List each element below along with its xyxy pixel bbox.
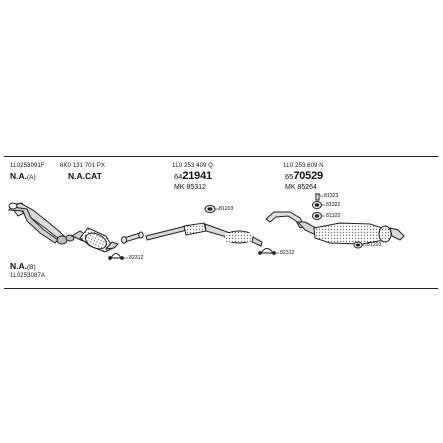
rubber-mount-icon (204, 205, 216, 213)
tag-81203: 81203 (367, 242, 382, 248)
top-separator (4, 156, 438, 157)
bottom-separator (4, 288, 438, 289)
tag-81322: 81322 (326, 202, 341, 208)
joint-pipe (121, 231, 144, 244)
tag-81322: 81322 (326, 213, 341, 219)
na-a-label: N.A.(A) (10, 172, 36, 182)
mk-85312: MK 85312 (174, 184, 206, 191)
clamp-icon (108, 252, 124, 260)
tag-82312: 82312 (280, 250, 295, 256)
na-b-suffix: (B) (27, 264, 36, 271)
part-number-6k0131701px: 6K0 131 701 PX (60, 163, 106, 169)
na-b-label: N.A.(B) (10, 262, 36, 272)
part-number-1l0253087a: 1L0253087A (10, 273, 46, 279)
clamp-icon (258, 247, 276, 255)
na-cat-label: N.A.CAT (68, 171, 102, 181)
code-main: 21941 (182, 170, 212, 182)
part-number-1l0253409q: 1L0 253 409 Q (172, 163, 214, 169)
hanger-ring-icon (315, 193, 320, 201)
na-a-suffix: (A) (27, 174, 36, 181)
hanger-ring-icon (312, 201, 322, 209)
na-b-text: N.A. (10, 261, 27, 271)
mk-85264: MK 85264 (285, 184, 317, 191)
part-number-1l0253091f: 1L0253091F (10, 163, 45, 169)
hanger-ring-icon (312, 212, 322, 220)
na-a-text: N.A. (10, 171, 27, 181)
tag-82312: 82312 (129, 255, 144, 261)
code-6570529: 6570529 (285, 171, 323, 182)
catalytic-converter (70, 227, 119, 253)
part-number-1l0253609n: 1L0 253 609 N (283, 163, 324, 169)
code-prefix: 65 (285, 172, 294, 181)
code-prefix: 64 (174, 172, 183, 181)
middle-muffler (145, 222, 263, 247)
front-pipe (7, 202, 75, 245)
rear-silencer (265, 211, 405, 245)
tag-81203: 81203 (219, 206, 234, 212)
leader-lines (122, 195, 366, 259)
code-main: 70529 (293, 170, 323, 182)
tag-81323: 81323 (324, 193, 339, 199)
code-6421941: 6421941 (174, 171, 212, 182)
rubber-mount-icon (353, 241, 363, 249)
